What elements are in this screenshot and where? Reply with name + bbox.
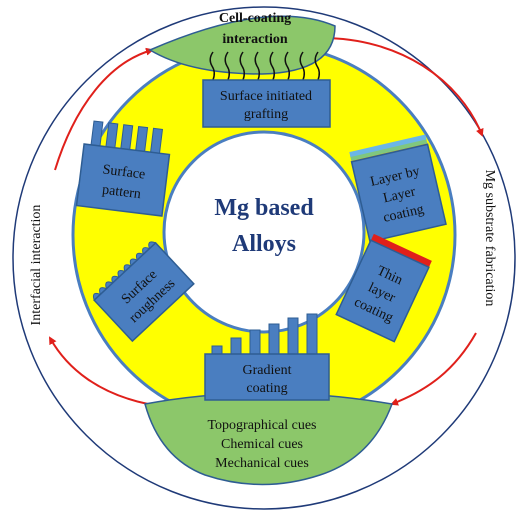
bottom-lens-line2: Chemical cues <box>221 437 303 452</box>
thin-film-icon <box>370 233 432 268</box>
arrow-top-left <box>54 47 154 171</box>
gradient-line2: coating <box>246 381 287 396</box>
gradient-line1: Gradient <box>243 363 292 378</box>
arrow-top-right <box>321 37 484 137</box>
center-line1: Mg based <box>214 195 314 221</box>
polymer-brush-icon <box>209 51 321 81</box>
inner-white-circle <box>162 130 366 334</box>
grafting-line2: grafting <box>244 107 288 122</box>
right-outer-label: Mg substrate fabrication <box>482 170 497 307</box>
pattern-line1: Surface <box>102 163 146 183</box>
left-outer-label: Interfacial interaction <box>29 205 44 326</box>
layer-line2: Layer <box>382 184 418 206</box>
bottom-lens-line3: Mechanical cues <box>215 456 309 471</box>
box-layer-by-layer: Layer by Layer coating <box>349 134 447 243</box>
bottom-lens-line1: Topographical cues <box>207 418 316 433</box>
box-surface-roughness: Surface roughness <box>92 241 195 343</box>
box-surface-grafting: Surface initiated grafting <box>202 51 331 128</box>
center-line2: Alloys <box>232 231 296 257</box>
top-lens <box>148 15 336 75</box>
grafting-line1: Surface initiated <box>220 89 312 104</box>
top-lens-line1: Cell-coating <box>219 11 291 26</box>
arrow-bottom-right <box>390 332 477 406</box>
box-gradient-coating: Gradient coating <box>204 313 330 401</box>
outer-circle <box>12 6 516 510</box>
arrow-bottom-left <box>49 336 149 405</box>
top-lens-line2: interaction <box>222 32 288 47</box>
pattern-line2: pattern <box>101 183 141 203</box>
box-surface-pattern: Surface pattern <box>75 120 171 217</box>
box-thin-layer: Thin layer coating <box>335 233 432 343</box>
